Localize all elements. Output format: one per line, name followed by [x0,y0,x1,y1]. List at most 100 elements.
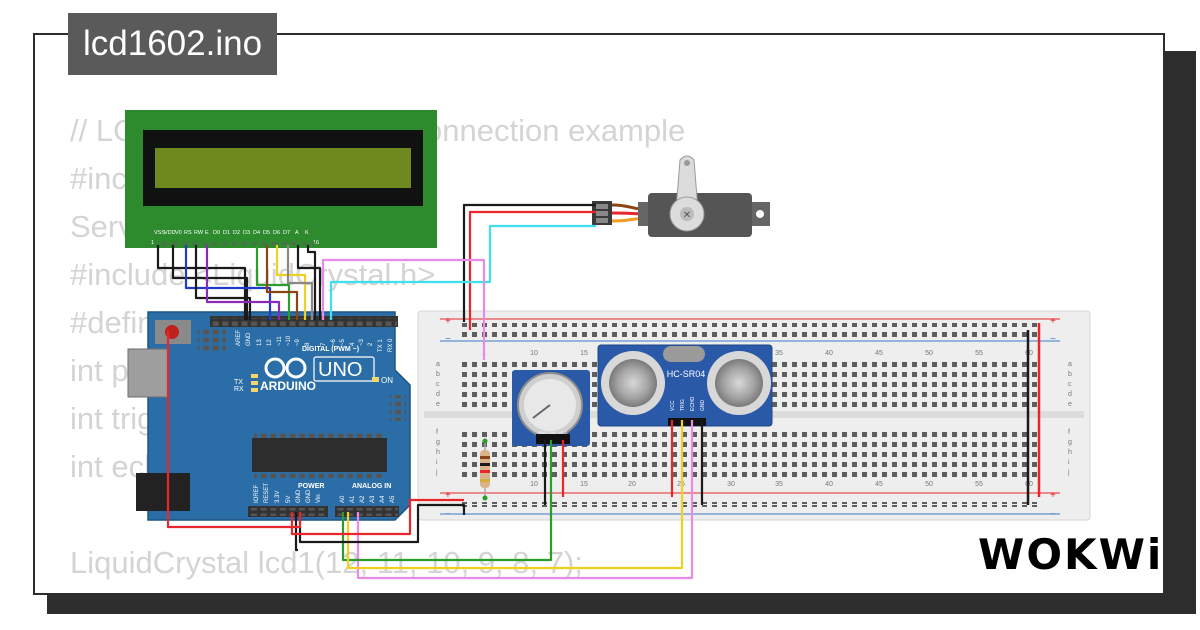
servo-mount-hole [756,210,764,218]
resistor-pin-marker [482,495,488,501]
col-number: 10 [530,350,538,357]
pin-label: ~3 [359,338,365,346]
col-number: 50 [925,350,933,357]
pot-header [536,434,570,444]
led-on [372,377,379,382]
row-letter: b [436,371,440,378]
power-header-holes [250,508,327,516]
row-letters: a b c d e f g h i j a b c d e f g h i j [435,361,1072,476]
pin-label: AREF [236,330,242,346]
pin-label: GND [246,332,252,346]
usb-port [127,348,169,398]
pot-indicator [532,404,551,419]
pin-label: ~11 [277,336,283,346]
pin-label: 2 [368,342,374,346]
row-letter: b [1068,371,1072,378]
wire-black-lcd-rw [194,245,252,320]
resistor-pin-marker [482,438,488,444]
pin-label: 3.3V [275,491,281,503]
rail-plus-label: + [445,316,451,327]
led-rx [251,388,258,392]
rail-minus-label: − [1050,509,1056,520]
col-number: 30 [727,481,735,488]
pin-label: GND [296,489,302,503]
lcd-pin-label: D7 [283,230,290,236]
lcd-pin-label: D5 [263,230,270,236]
ultrasonic-header [668,418,706,426]
rail-plus-label: + [1050,490,1056,501]
wire-black-lcd-gnd [171,245,249,320]
col-number: 50 [925,481,933,488]
pin-label: GND [306,489,312,503]
pot-pin-label: GND [538,430,547,435]
pin-label: A4 [380,495,386,503]
digital-header-holes [212,318,397,326]
row-letter: d [436,391,440,398]
servo-horn [675,155,699,211]
wire-red-5v-rail [290,498,464,536]
rail-minus-label: − [445,509,451,520]
rail-minus-label: − [1050,334,1056,345]
lcd-pin-label: K [305,230,309,236]
ultrasonic-crystal [663,346,705,362]
ultrasonic-pin-label: ECHO [690,396,696,411]
lcd-pin-label: A [295,230,299,236]
rail-holes [462,497,1042,504]
row-letter: f [436,429,438,436]
rail-minus-label: − [445,334,451,345]
code-line: LiquidCrystal lcd1(12, 11, 10, 9, 8, 7); [70,545,583,580]
wire-black-lcd-k [306,245,317,320]
servo-horn-hole [684,160,690,166]
wire-black-gnd-rail [298,503,466,544]
rail-holes [462,331,1042,338]
wire-red-servo-vcc [468,210,596,330]
power-jack [136,473,190,511]
pin-label: 7 [321,342,327,346]
wokwi-logo: WOKWi [978,530,1164,579]
wire-green-lcd-d4 [255,245,291,320]
lcd-pin-label: E [205,230,209,236]
row-letter: d [1068,391,1072,398]
pot-pin-labels: GND SIG VCC [538,430,568,435]
pin-label: ~9 [295,338,301,346]
power-pin-labels: IOREF RESET 3.3V 5V GND GND Vin A0 A1 A2… [254,483,396,503]
row-letter: a [1068,361,1072,368]
rx-label: RX [234,386,244,393]
col-number: 55 [975,350,983,357]
pin-label: 4 [350,342,356,346]
ultrasonic-transmitter-mesh [609,359,657,407]
rail-holes [462,505,1042,512]
row-letter: i [1068,459,1070,466]
code-line: int trig; [70,401,164,436]
ultrasonic-pin-label: VCC [670,400,676,411]
ultrasonic-receiver-mesh [715,359,763,407]
lcd-pin-label: D4 [253,230,260,236]
wire-brown-lcd-d5 [265,245,299,320]
on-label: ON [381,376,393,385]
pin-label: TX 1 [378,339,384,352]
col-number: 35 [775,481,783,488]
wire-purple-lcd-e [205,245,281,320]
pin-label: A3 [370,495,376,503]
model-label: UNO [318,359,362,381]
wire-red-5v [166,330,302,529]
wire-cyan-servo-signal [329,224,596,320]
col-number: 15 [580,350,588,357]
wire-grey-lcd-d7 [286,245,314,320]
pin-label: 5V [286,496,292,503]
lcd-screen [155,148,411,188]
pin-label: A1 [350,495,356,503]
resistor-band [480,463,490,466]
row-letter: f [1068,429,1070,436]
lcd-pin-label: D2 [233,230,240,236]
resistor-band [480,456,490,459]
lcd-pin-label: D6 [273,230,280,236]
rail-holes [462,323,1042,330]
lcd-pin-holes [155,238,315,245]
servo-screw [680,207,694,221]
row-letter: a [436,361,440,368]
servo-screw-icon: ✕ [683,210,691,221]
lcd-pin-label: D3 [243,230,250,236]
lcd-pin-label: D0 [213,230,220,236]
